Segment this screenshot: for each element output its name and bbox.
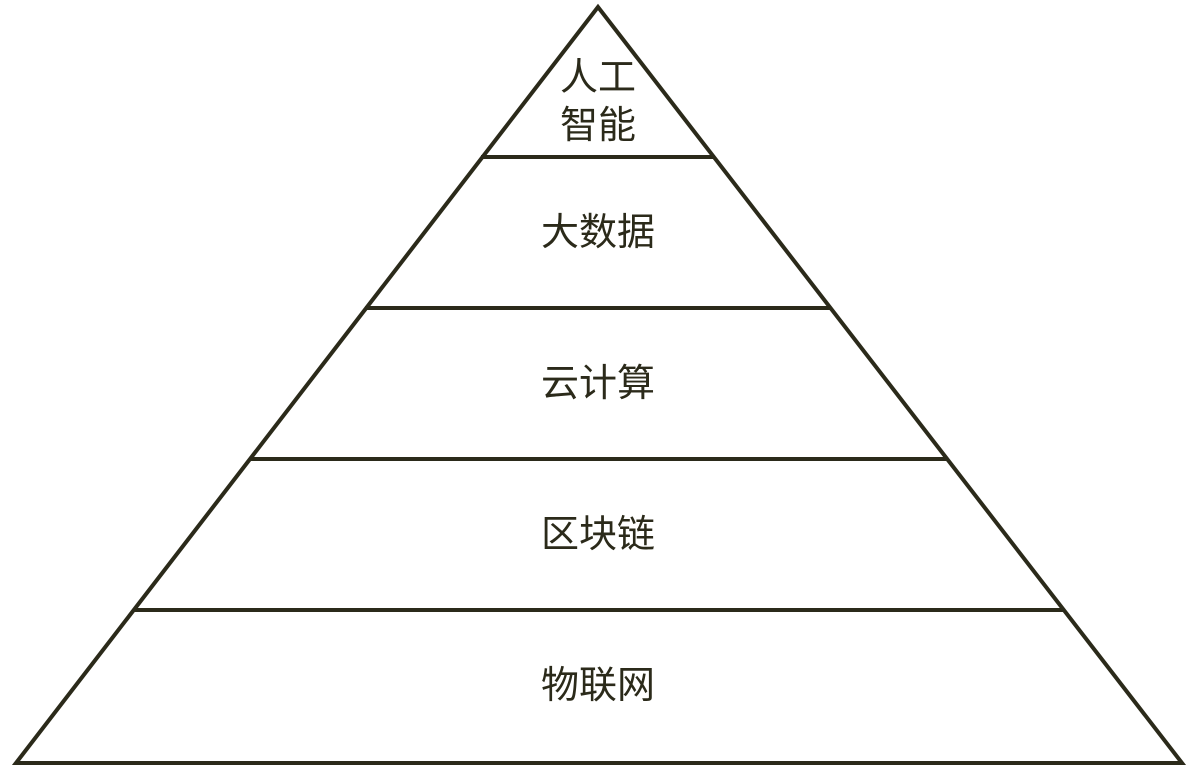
pyramid-labels: 人工 智能 大数据 云计算 区块链 物联网 [541, 55, 655, 707]
tier-3-label: 云计算 [541, 361, 655, 405]
tier-4-label: 区块链 [541, 512, 655, 556]
pyramid-shapes [11, 3, 1187, 765]
pyramid-outline [11, 3, 1187, 765]
tier-1-label-line-1: 人工 [560, 55, 636, 99]
tier-1-label-line-2: 智能 [560, 103, 636, 147]
tier-5-label: 物联网 [541, 663, 655, 707]
tier-2-label: 大数据 [541, 210, 655, 254]
